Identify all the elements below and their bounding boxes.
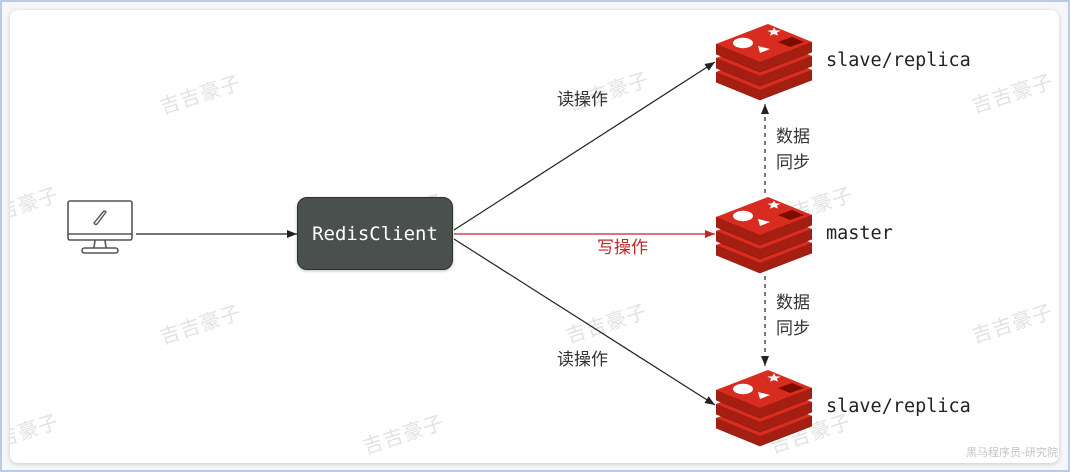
sync-bottom-line-2: 同步 (776, 319, 810, 339)
sync-bottom-line-1: 数据 (776, 293, 810, 313)
read-bottom-label: 读操作 (557, 350, 608, 370)
sync-top-line-2: 同步 (776, 153, 810, 173)
monitor-stand (93, 239, 107, 249)
computer-monitor-icon (67, 200, 133, 254)
footer-watermark: 黑马程序员-研究院 (966, 446, 1058, 459)
monitor-base (81, 247, 119, 254)
read-top-label: 读操作 (557, 90, 608, 110)
arrow-read-bottom (453, 238, 716, 406)
pen-icon (93, 210, 107, 226)
sync-top-label: 数据 同步 (776, 124, 810, 176)
sync-top-line-1: 数据 (776, 127, 810, 147)
master-label: master (826, 223, 893, 244)
redis-icon (716, 23, 812, 101)
redis-client-label: RedisClient (312, 222, 438, 245)
replica-top-label: slave/replica (826, 50, 971, 71)
diagram-card: 吉吉豪子 吉吉豪子 吉吉豪子 吉吉豪子 吉吉豪子 吉吉豪子 吉吉豪子 吉吉豪子 … (10, 10, 1059, 463)
write-label: 写操作 (597, 238, 648, 258)
replica-bottom-label: slave/replica (826, 396, 971, 417)
redis-icon (716, 196, 812, 274)
redis-icon (716, 369, 812, 447)
sync-bottom-label: 数据 同步 (776, 290, 810, 342)
arrow-read-top (453, 61, 716, 231)
redis-client-box: RedisClient (297, 197, 453, 270)
